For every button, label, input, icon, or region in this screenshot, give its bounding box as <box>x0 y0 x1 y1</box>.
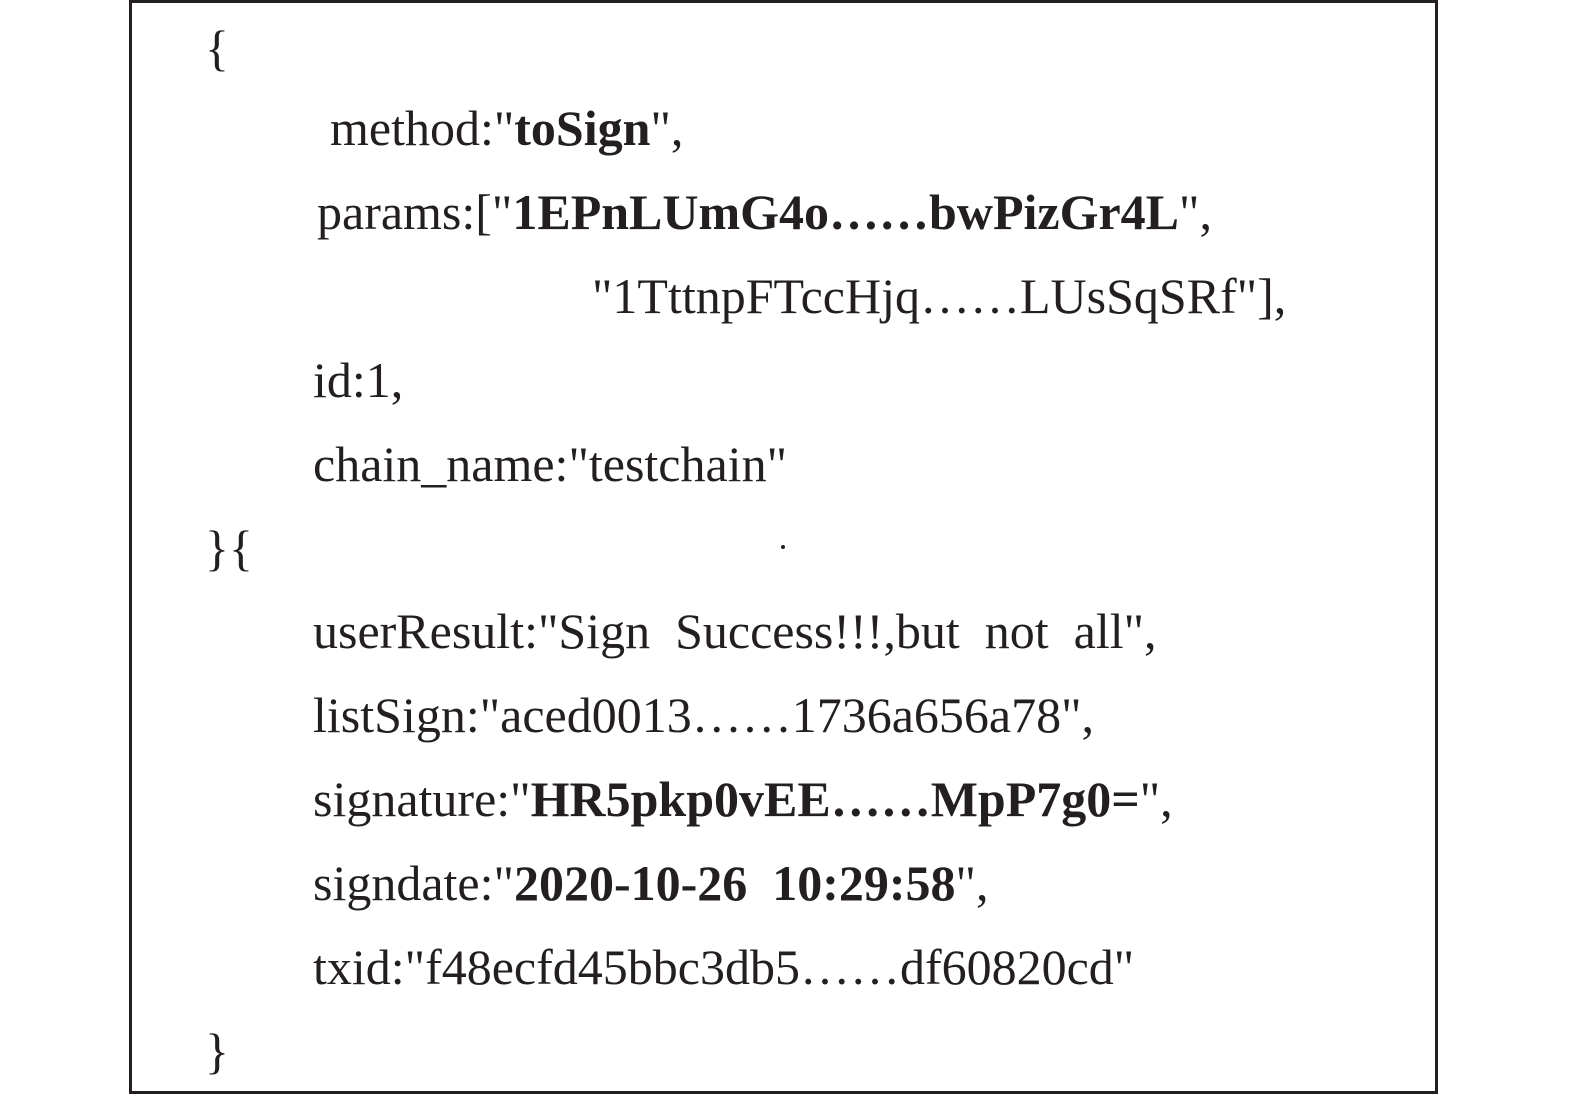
open-brace: { <box>205 20 229 76</box>
params-value-2: "1TttnpFTccHjq……LUsSqSRf"], <box>592 268 1287 324</box>
mid-braces: }{ <box>205 520 253 576</box>
signdate-line: signdate:"2020-10-26 10:29:58", <box>313 855 988 911</box>
code-frame <box>129 0 1438 1094</box>
signature-line: signature:"HR5pkp0vEE……MpP7g0=", <box>313 771 1173 827</box>
params-value-1: 1EPnLUmG4o……bwPizGr4L <box>512 184 1180 240</box>
list-sign-line: listSign:"aced0013……1736a656a78", <box>313 687 1095 743</box>
signdate-value: 2020-10-26 10:29:58 <box>513 855 956 911</box>
chain-name-line: chain_name:"testchain" <box>313 436 787 492</box>
id-line: id:1, <box>313 352 404 408</box>
signature-key: signature:" <box>313 771 531 827</box>
params-end-1: ", <box>1179 184 1212 240</box>
signdate-end: ", <box>955 855 989 911</box>
params-line: params:["1EPnLUmG4o……bwPizGr4L", <box>317 184 1212 240</box>
method-end: ", <box>650 100 684 156</box>
stray-dot <box>781 545 785 549</box>
signature-value: HR5pkp0vEE……MpP7g0= <box>530 771 1140 827</box>
close-brace: } <box>205 1023 229 1079</box>
params-key: params:[" <box>317 184 513 240</box>
txid-line: txid:"f48ecfd45bbc3db5……df60820cd" <box>313 939 1135 995</box>
method-line: method:"toSign", <box>330 100 683 156</box>
user-result-line: userResult:"Sign Success!!!,but not all"… <box>313 603 1157 659</box>
method-value: toSign <box>514 100 651 156</box>
method-key: method:" <box>330 100 515 156</box>
signature-end: ", <box>1139 771 1173 827</box>
signdate-key: signdate:" <box>313 855 514 911</box>
